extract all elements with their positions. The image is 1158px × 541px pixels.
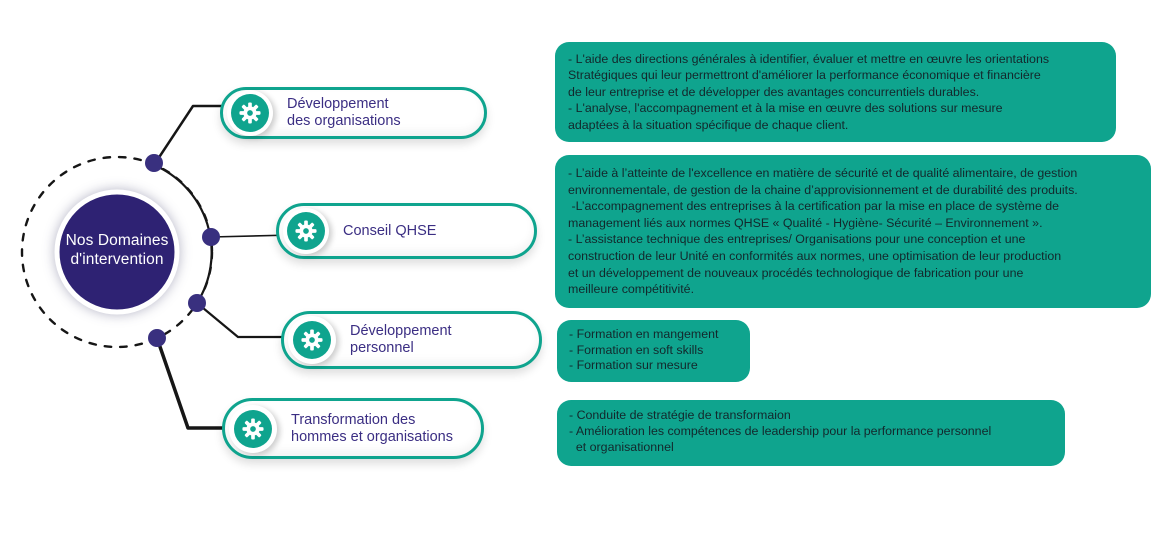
details-box-developpement-organisations: - L'aide des directions générales à iden…	[555, 42, 1116, 143]
node-dot-2	[202, 228, 220, 246]
gear-icon	[227, 90, 273, 136]
branch-pill-transformation-hommes-organisations[interactable]: Transformation des hommes et organisatio…	[222, 398, 484, 459]
diagram-graphics	[20, 104, 296, 430]
gear-icon	[288, 316, 336, 364]
details-box-transformation-hommes-organisations: - Conduite de stratégie de transformaion…	[557, 400, 1065, 466]
branch-label: Développement personnel	[350, 323, 452, 356]
gear-icon	[283, 208, 329, 254]
branch-label: Transformation des hommes et organisatio…	[291, 411, 453, 445]
node-dot-3	[188, 294, 206, 312]
node-dot-1	[145, 154, 163, 172]
details-box-conseil-qhse: - L’aide à l’atteinte de l'excellence en…	[555, 155, 1151, 308]
branch-pill-conseil-qhse[interactable]: Conseil QHSE	[276, 203, 537, 259]
branch-label: Conseil QHSE	[343, 222, 437, 239]
details-box-developpement-personnel: - Formation en mangement - Formation en …	[557, 320, 750, 382]
node-dot-4	[148, 329, 166, 347]
branch-label: Développement des organisations	[287, 96, 401, 129]
orbit-solid-arc	[153, 163, 213, 304]
hub-title: Nos Domaines d'intervention	[65, 232, 169, 268]
hub-circle	[54, 189, 180, 315]
branch-pill-developpement-organisations[interactable]: Développement des organisations	[220, 87, 487, 139]
branch-pill-developpement-personnel[interactable]: Développement personnel	[281, 311, 542, 369]
gear-icon	[229, 404, 277, 453]
connector-line-3	[196, 302, 296, 339]
